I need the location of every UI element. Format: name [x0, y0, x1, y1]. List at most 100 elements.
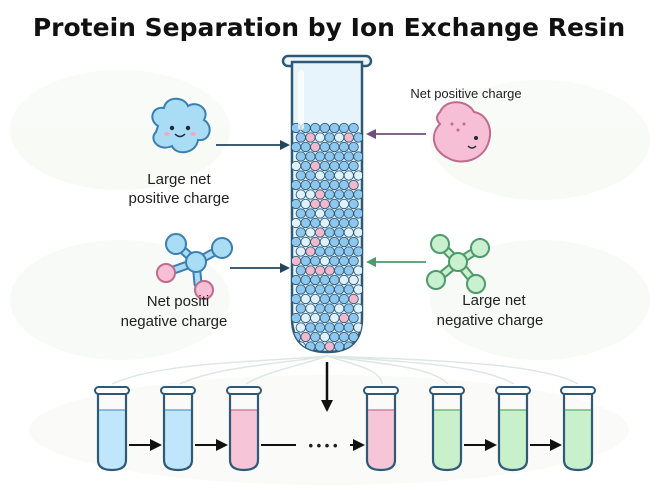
resin-bead: [295, 322, 306, 333]
tube-rim: [94, 386, 130, 395]
resin-bead: [343, 303, 354, 314]
resin-bead: [338, 122, 350, 134]
ion-exchange-column: [281, 54, 373, 354]
resin-bead: [348, 255, 359, 267]
resin-bead: [310, 141, 321, 153]
resin-bead: [314, 189, 326, 200]
resin-bead: [324, 170, 335, 181]
resin-bead: [348, 160, 359, 172]
resin-bead: [353, 303, 362, 314]
fraction-tube: [160, 386, 196, 472]
resin-bead: [348, 179, 359, 191]
resin-bead: [314, 284, 326, 295]
resin-bead: [314, 322, 326, 333]
tube-glass: [228, 392, 260, 472]
tube-glass: [431, 392, 463, 472]
resin-bead: [300, 312, 311, 324]
resin-bead: [319, 312, 330, 324]
fraction-tube: [495, 386, 531, 472]
tube-glass: [365, 392, 397, 472]
molecule-center-icon: [448, 252, 468, 272]
resin-bead: [310, 255, 321, 267]
resin-bead: [353, 227, 362, 238]
resin-bead: [319, 160, 330, 172]
resin-bead: [343, 170, 354, 181]
resin-bead: [338, 255, 350, 267]
resin-bead: [295, 246, 306, 257]
resin-bead: [295, 303, 306, 314]
resin-bead: [338, 217, 350, 229]
dot-icon: [450, 122, 454, 126]
resin-bead: [300, 236, 311, 248]
resin-bead: [343, 246, 354, 257]
resin-bead: [334, 189, 345, 200]
resin-bead: [348, 274, 359, 286]
resin-bead: [305, 303, 316, 314]
resin-bead: [319, 255, 330, 267]
resin-bead: [310, 160, 321, 172]
resin-bead: [338, 160, 350, 172]
resin-bead: [305, 265, 316, 276]
resin-bead: [314, 303, 326, 314]
resin-bead: [348, 236, 359, 248]
resin-bead: [295, 227, 306, 238]
resin-bead: [324, 227, 335, 238]
resin-bead: [329, 198, 340, 210]
resin-bead: [305, 189, 316, 200]
label-large-positive-line1: Large net: [147, 171, 211, 188]
resin-bead: [300, 293, 311, 305]
resin-bead: [310, 179, 321, 191]
resin-bead: [310, 198, 321, 210]
resin-bead: [292, 198, 302, 210]
tube-liquid: [230, 410, 258, 470]
resin-bead: [329, 255, 340, 267]
resin-bead: [334, 284, 345, 295]
dot-icon: [456, 128, 460, 132]
resin-bead: [292, 331, 302, 343]
smile-icon: [174, 133, 186, 138]
resin-bead: [338, 293, 350, 305]
resin-bead: [353, 246, 362, 257]
fraction-tube: [226, 386, 262, 472]
resin-bead: [334, 265, 345, 276]
resin-bead: [310, 312, 321, 324]
tube-glass: [562, 392, 594, 472]
molecule-node-icon: [430, 234, 450, 254]
resin-bead: [300, 198, 311, 210]
resin-bead: [324, 246, 335, 257]
resin-bead: [343, 132, 354, 143]
eye-icon: [169, 125, 175, 131]
resin-bead: [319, 217, 330, 229]
resin-bead: [334, 208, 345, 219]
resin-bead: [305, 227, 316, 238]
resin-bead: [329, 217, 340, 229]
label-net-positive: Net positive charge: [410, 86, 521, 101]
resin-bead: [314, 208, 326, 219]
resin-bead: [324, 189, 335, 200]
resin-bead: [353, 170, 362, 181]
tube-glass: [497, 392, 529, 472]
resin-bead: [334, 341, 345, 352]
dot-icon: [462, 122, 466, 126]
page-title: Protein Separation by Ion Exchange Resin: [33, 13, 625, 42]
resin-bead: [300, 255, 311, 267]
resin-bead: [295, 189, 306, 200]
resin-bead: [329, 160, 340, 172]
resin-bead: [348, 293, 359, 305]
resin-bead: [319, 331, 330, 343]
resin-bead: [310, 331, 321, 343]
resin-bead: [300, 179, 311, 191]
resin-bead: [343, 151, 354, 162]
resin-bead: [353, 265, 362, 276]
resin-bead: [305, 132, 316, 143]
resin-bead: [314, 341, 326, 352]
tube-liquid: [499, 410, 527, 470]
resin-bead: [334, 151, 345, 162]
resin-bead: [314, 227, 326, 238]
resin-bead: [295, 265, 306, 276]
tube-liquid: [164, 410, 192, 470]
resin-bead: [324, 151, 335, 162]
resin-bead: [300, 160, 311, 172]
label-large-negative-line2: negative charge: [437, 312, 544, 329]
